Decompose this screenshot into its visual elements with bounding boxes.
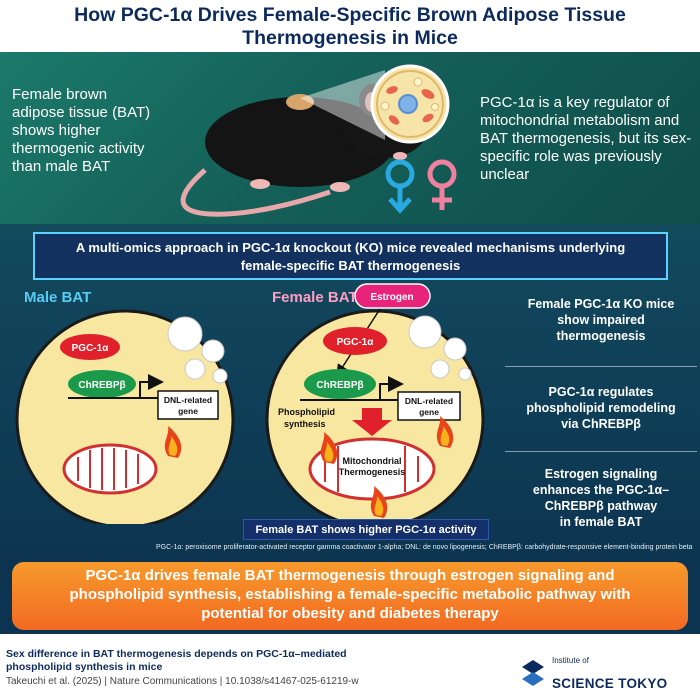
bat-diagrams: PGC-1α ChREBPβ DNL-related gene: [15, 283, 485, 524]
svg-text:Estrogen: Estrogen: [370, 292, 413, 303]
female-bat-cell: Estrogen PGC-1α ChREBPβ DNL-related gene…: [265, 283, 485, 524]
findings-divider: [505, 366, 697, 367]
cell-nucleus: [398, 94, 418, 114]
male-chrebp-node: [68, 370, 136, 398]
finding-3: Estrogen signaling enhances the PGC-1α– …: [532, 467, 670, 529]
svg-text:ChREBPβ: ChREBPβ: [78, 380, 125, 391]
male-pgc-node: [60, 334, 120, 360]
increase-arrow-icon: [352, 408, 392, 436]
findings-divider: [505, 451, 697, 452]
approach-line-2: female-specific BAT thermogenesis: [240, 258, 461, 273]
male-bat-cell: PGC-1α ChREBPβ DNL-related gene: [15, 309, 235, 524]
flame-icon: [320, 432, 338, 464]
finding-2: PGC-1α regulates phospholipid remodeling…: [526, 385, 676, 431]
estrogen-node: [354, 283, 431, 309]
svg-text:Thermogenesis: Thermogenesis: [339, 467, 406, 477]
intro-panel: Female brown adipose tissue (BAT) shows …: [0, 52, 700, 224]
female-symbol-icon: [427, 159, 457, 210]
male-mitochondrion: [62, 443, 158, 495]
conclusion-box: PGC-1α drives female BAT thermogenesis t…: [12, 562, 688, 630]
svg-text:DNL-related: DNL-related: [405, 396, 453, 406]
svg-text:PGC-1α: PGC-1α: [337, 337, 375, 348]
flame-icon: [370, 486, 388, 518]
citation: Takeuchi et al. (2025) | Nature Communic…: [6, 676, 359, 687]
female-higher-activity-banner: Female BAT shows higher PGC-1α activity: [243, 519, 489, 540]
mouse-illustration: [180, 64, 457, 217]
mitochondrion: [421, 89, 435, 99]
female-bat-label: Female BAT: [272, 289, 358, 306]
institute-logo-small-text: Institute of: [552, 656, 589, 665]
zoom-beam: [300, 70, 385, 140]
mito-thermogenesis-label: Mitochondrial: [343, 456, 402, 466]
phospholipid-label: Phospholipid: [278, 407, 335, 417]
svg-text:DNL-related: DNL-related: [164, 395, 212, 405]
female-pgc-node: [323, 327, 387, 355]
svg-text:ChREBPβ: ChREBPβ: [316, 380, 363, 391]
approach-line-1: A multi-omics approach in PGC-1α knockou…: [75, 240, 626, 255]
intro-left-text: Female brown adipose tissue (BAT) shows …: [12, 86, 151, 175]
bat-patch: [286, 94, 314, 110]
footer: Sex difference in BAT thermogenesis depe…: [0, 634, 700, 700]
svg-text:gene: gene: [419, 407, 439, 417]
mouse-tail: [180, 168, 331, 217]
approach-box: A multi-omics approach in PGC-1α knockou…: [33, 232, 668, 280]
conclusion-band: PGC-1α drives female BAT thermogenesis t…: [0, 562, 700, 634]
institute-logo-text: SCIENCE TOKYO: [552, 676, 668, 691]
intro-right-text: PGC-1α is a key regulator of mitochondri…: [480, 94, 692, 183]
page-title: How PGC-1α Drives Female-Specific Brown …: [0, 0, 700, 52]
paper-title: Sex difference in BAT thermogenesis depe…: [6, 648, 347, 673]
svg-text:synthesis: synthesis: [284, 419, 326, 429]
female-chrebp-node: [304, 369, 376, 399]
male-symbol-icon: [385, 159, 415, 214]
female-mitochondrion: [308, 437, 436, 501]
title-line-1: How PGC-1α Drives Female-Specific Brown …: [74, 4, 626, 26]
female-gene-box: [397, 391, 461, 421]
svg-text:PGC-1α: PGC-1α: [72, 343, 110, 354]
flame-icon: [164, 426, 182, 458]
finding-1: Female PGC-1α KO mice show impaired ther…: [527, 297, 675, 343]
findings-column: Female PGC-1α KO mice show impaired ther…: [505, 286, 697, 542]
svg-text:gene: gene: [178, 406, 198, 416]
mechanism-panel: A multi-omics approach in PGC-1α knockou…: [0, 224, 700, 562]
male-gene-box: [157, 390, 219, 420]
male-bat-label: Male BAT: [24, 289, 92, 306]
institute-logo-icon: [522, 660, 544, 686]
title-line-2: Thermogenesis in Mice: [242, 27, 458, 49]
flame-icon: [436, 416, 454, 448]
abbreviations-note: PGC-1α: peroxisome proliferator-activate…: [156, 544, 693, 551]
